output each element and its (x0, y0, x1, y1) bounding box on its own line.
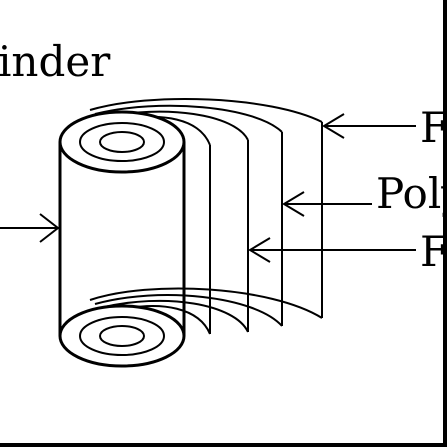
cylinder-body (58, 110, 186, 368)
wrapped-layer-2 (94, 104, 283, 327)
arrow-right-top (322, 113, 416, 139)
cylinder-bottom-ellipse (58, 304, 186, 368)
arrow-right-bottom (248, 237, 416, 263)
cylinder-bottom-hole (99, 325, 145, 347)
label-right-bottom: F (420, 227, 447, 276)
cylinder-top-ellipse (58, 110, 186, 174)
arrow-left (0, 213, 60, 243)
label-polymer: Poly (376, 169, 447, 218)
cylinder-top-hole (99, 131, 145, 153)
arrow-right-middle (282, 191, 372, 217)
label-cylinder: inder (0, 37, 111, 86)
label-right-top: F (420, 103, 447, 152)
